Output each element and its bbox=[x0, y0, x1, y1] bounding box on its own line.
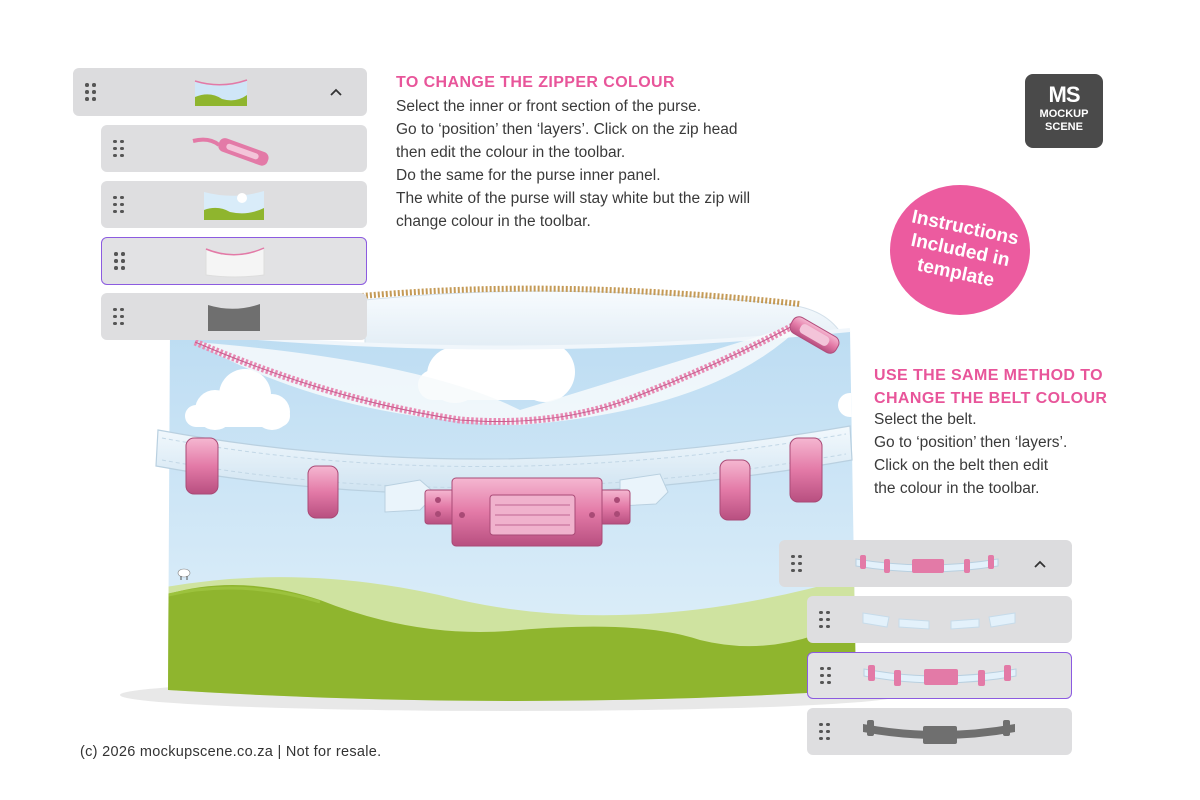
zipper-instruction-line: Select the inner or front section of the… bbox=[396, 98, 702, 115]
drag-handle-icon[interactable] bbox=[85, 83, 97, 101]
drag-handle-icon[interactable] bbox=[113, 307, 125, 326]
belt-strap-thumbnail bbox=[862, 611, 1016, 630]
layer-belt-shadow[interactable] bbox=[807, 708, 1072, 755]
zip-head[interactable] bbox=[788, 314, 842, 356]
layer-belt-group[interactable] bbox=[779, 540, 1072, 587]
layer-shadow[interactable] bbox=[101, 293, 367, 340]
layer-belt-strap[interactable] bbox=[807, 596, 1072, 643]
mockup-scene-logo: MS MOCKUP SCENE bbox=[1025, 74, 1103, 148]
belt-instruction-line: the colour in the toolbar. bbox=[874, 480, 1040, 497]
belt-hardware-thumbnail bbox=[863, 664, 1017, 686]
drag-handle-icon[interactable] bbox=[113, 195, 125, 214]
belt-shadow-thumbnail bbox=[863, 719, 1015, 744]
belt-group-thumbnail bbox=[855, 554, 999, 573]
zip-head-thumbnail bbox=[192, 137, 269, 166]
sheep-icon bbox=[177, 568, 191, 580]
belt-title-line1: USE THE SAME METHOD TO bbox=[874, 367, 1103, 384]
belt-instructions-title: USE THE SAME METHOD TO CHANGE THE BELT C… bbox=[874, 364, 1107, 410]
instructions-badge: Instructions Included in template bbox=[890, 185, 1030, 315]
zipper-instruction-line: The white of the purse will stay white b… bbox=[396, 190, 751, 207]
zipper-instructions-title: TO CHANGE THE ZIPPER COLOUR bbox=[396, 74, 675, 91]
copyright-footer: (c) 2026 mockupscene.co.za | Not for res… bbox=[80, 744, 382, 760]
back-zipper bbox=[361, 285, 801, 307]
zipper-instruction-line: change colour in the toolbar. bbox=[396, 213, 591, 230]
drag-handle-icon[interactable] bbox=[113, 139, 125, 158]
zipper-instruction-line: Go to ‘position’ then ‘layers’. Click on… bbox=[396, 121, 738, 138]
layer-purse-group[interactable] bbox=[73, 68, 367, 116]
layer-zip-head[interactable] bbox=[101, 125, 367, 172]
shadow-thumbnail bbox=[208, 303, 260, 331]
belt-instruction-line: Select the belt. bbox=[874, 411, 977, 428]
chevron-up-icon[interactable] bbox=[329, 87, 343, 97]
belt-loops[interactable] bbox=[185, 437, 823, 521]
zipper-instructions-body: Select the inner or front section of the… bbox=[396, 95, 750, 233]
drag-handle-icon[interactable] bbox=[114, 252, 126, 270]
drag-handle-icon[interactable] bbox=[819, 722, 831, 741]
zipper-instruction-line: Do the same for the purse inner panel. bbox=[396, 167, 661, 184]
chevron-up-icon[interactable] bbox=[1033, 559, 1047, 569]
belt-instruction-line: Click on the belt then edit bbox=[874, 457, 1049, 474]
layer-belt-hardware[interactable] bbox=[807, 652, 1072, 699]
purse-group-thumbnail bbox=[194, 79, 248, 106]
front-section-thumbnail bbox=[204, 190, 264, 220]
layer-inner-panel[interactable] bbox=[101, 237, 367, 285]
belt-title-line2: CHANGE THE BELT COLOUR bbox=[874, 390, 1108, 407]
logo-text-line1: MOCKUP bbox=[1039, 108, 1089, 120]
zipper-instruction-line: then edit the colour in the toolbar. bbox=[396, 144, 626, 161]
drag-handle-icon[interactable] bbox=[791, 554, 803, 573]
logo-text-line2: SCENE bbox=[1045, 121, 1083, 133]
logo-mark: MS bbox=[1048, 82, 1081, 107]
belt-instructions-body: Select the belt. Go to ‘position’ then ‘… bbox=[874, 408, 1067, 500]
grass-hill bbox=[168, 585, 856, 701]
layer-front-section[interactable] bbox=[101, 181, 367, 228]
belt-instruction-line: Go to ‘position’ then ‘layers’. bbox=[874, 434, 1068, 451]
inner-panel-thumbnail bbox=[205, 247, 265, 278]
drag-handle-icon[interactable] bbox=[819, 610, 831, 629]
drag-handle-icon[interactable] bbox=[820, 666, 832, 685]
belt-buckle[interactable] bbox=[424, 477, 631, 547]
